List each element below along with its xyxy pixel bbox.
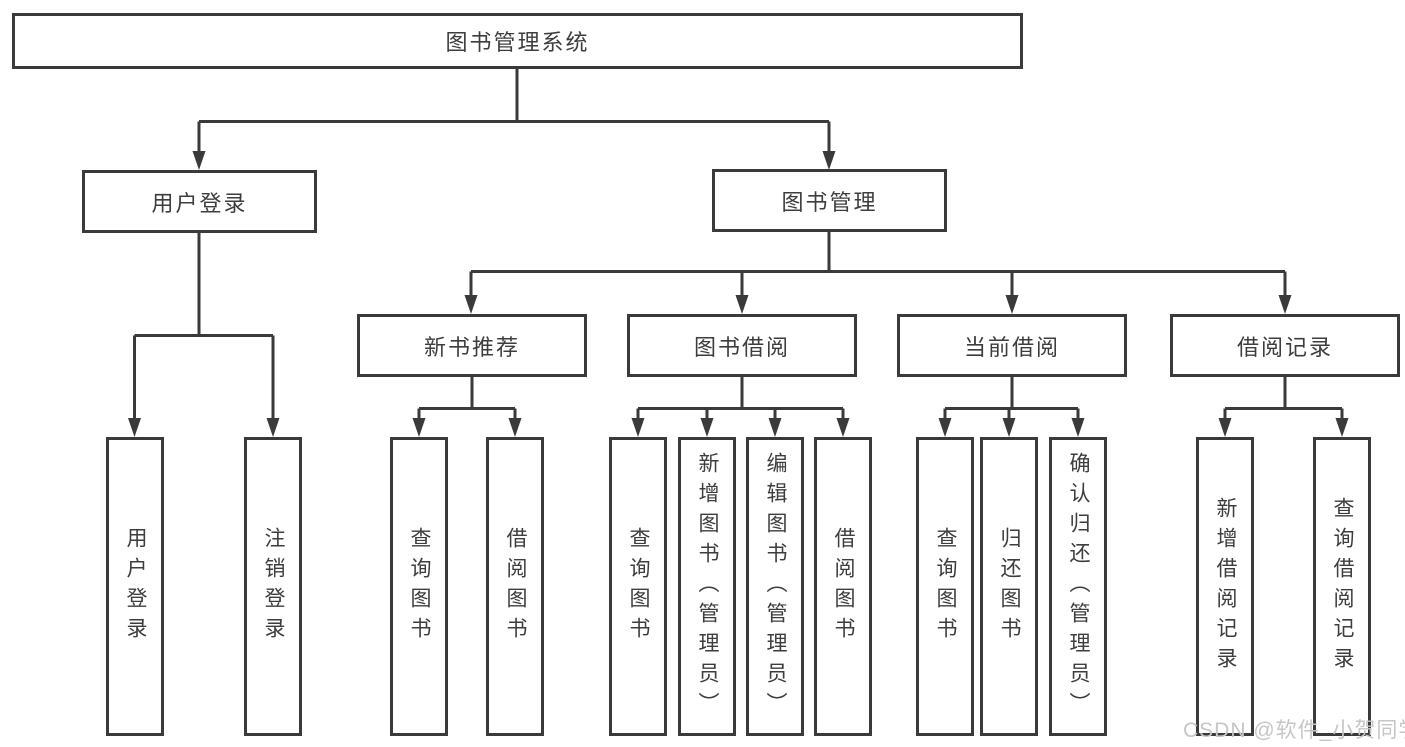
leaf-user-login: 用户登录 <box>106 437 164 736</box>
node-book-borrow: 图书借阅 <box>627 314 857 377</box>
leaf-add-borrow-record: 新增借阅记录 <box>1196 437 1254 736</box>
leaf-recommend-query-books: 查询图书 <box>390 437 448 736</box>
node-user-login: 用户登录 <box>82 170 317 233</box>
leaf-current-query-books: 查询图书 <box>916 437 974 736</box>
leaf-borrow-borrow-books: 借阅图书 <box>814 437 872 736</box>
leaf-logout: 注销登录 <box>244 437 302 736</box>
node-borrow-records: 借阅记录 <box>1170 314 1400 377</box>
leaf-borrow-query-books: 查询图书 <box>609 437 667 736</box>
leaf-recommend-borrow-books: 借阅图书 <box>486 437 544 736</box>
leaf-confirm-return-admin: 确认归还（管理员） <box>1049 437 1107 736</box>
leaf-query-borrow-record: 查询借阅记录 <box>1313 437 1371 736</box>
leaf-edit-book-admin: 编辑图书（管理员） <box>746 437 804 736</box>
leaf-add-book-admin: 新增图书（管理员） <box>678 437 736 736</box>
node-book-management: 图书管理 <box>712 169 947 232</box>
node-root-system: 图书管理系统 <box>12 13 1023 69</box>
node-new-book-recommend: 新书推荐 <box>357 314 587 377</box>
csdn-watermark: CSDN @软件_小贺同学 <box>1183 719 1405 742</box>
leaf-return-books: 归还图书 <box>980 437 1038 736</box>
node-current-borrow: 当前借阅 <box>897 314 1127 377</box>
